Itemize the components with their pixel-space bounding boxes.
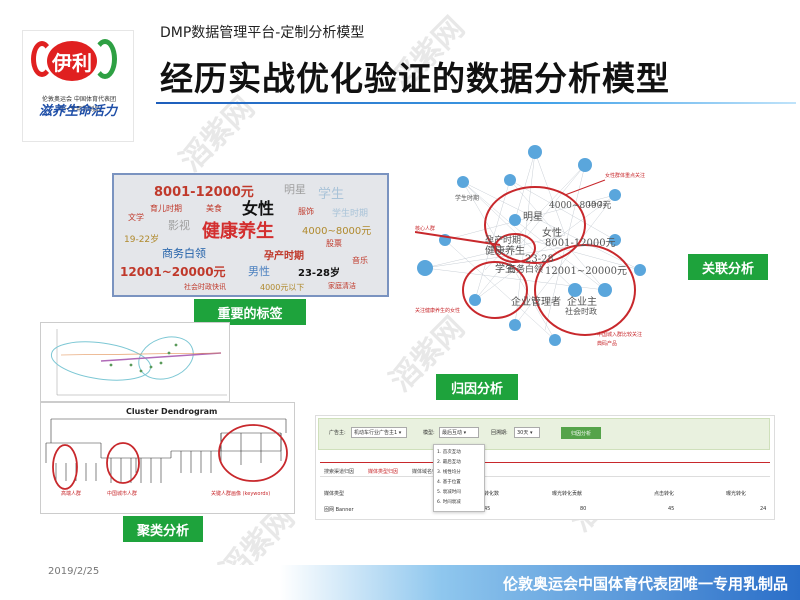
col-header: 点击转化: [654, 491, 675, 497]
col-header: 曝光转化贡献: [552, 491, 583, 497]
tag: 孕产时期: [264, 251, 304, 262]
dropdown-option[interactable]: 4. 基于位置: [437, 480, 461, 485]
table-cell: 24: [760, 506, 767, 512]
dropdown-option[interactable]: 5. 衰减时间: [437, 490, 461, 495]
tag: 社会时政快讯: [184, 283, 226, 291]
lookback-label: 回溯期:: [491, 430, 508, 436]
advertiser-select[interactable]: 机动车行业广告主1 ▾: [351, 427, 407, 438]
slogan: 滋养生命活力: [38, 104, 117, 119]
advertiser-label: 广告主:: [329, 430, 346, 436]
graph-annotation: 核心人群: [415, 225, 435, 232]
attribution-app: 广告主: 机动车行业广告主1 ▾ 模型: 最后互动 ▾ 回溯期: 30天 ▾ 归…: [315, 415, 775, 520]
graph-node: 企业主: [567, 295, 597, 308]
tag: 8001-12000元: [154, 185, 254, 200]
footer-text: 伦敦奥运会中国体育代表团唯一专用乳制品: [502, 575, 788, 593]
model-label: 模型:: [423, 430, 435, 436]
association-graph: 明星 女性 孕产时期 健康养生 学生 23-28 4000~8000元 8001…: [415, 145, 646, 347]
dendrogram-title: Cluster Dendrogram: [126, 407, 217, 416]
cluster-note: 高端人群: [61, 490, 81, 497]
graph-annotation: 典码产品: [597, 340, 617, 347]
graph-node: 健康养生: [485, 244, 525, 257]
graph-node: 12001~20000元: [545, 266, 627, 277]
graph-node: 孕产时期: [485, 234, 521, 246]
label-cluster: 聚类分析: [123, 516, 203, 542]
tag: 美食: [206, 204, 222, 213]
app-filter-bar: 广告主: 机动车行业广告主1 ▾ 模型: 最后互动 ▾ 回溯期: 30天 ▾ 归…: [318, 418, 770, 450]
table-cell: 45: [484, 506, 491, 512]
tag: 影视: [168, 219, 190, 232]
graph-node: 女性: [542, 226, 562, 239]
tag: 男性: [248, 265, 270, 278]
attribution-button[interactable]: 归因分析: [561, 427, 601, 439]
cluster-note: 关键人群画像 (keywords): [211, 490, 270, 497]
dropdown-option[interactable]: 1. 首次互动: [437, 450, 461, 455]
table-cell: 80: [580, 506, 587, 512]
table-cell: 固网 Banner: [324, 507, 354, 513]
col-header: 曝光转化: [726, 491, 747, 497]
graph-annotation: 中国城入群比较关注: [597, 331, 642, 338]
model-dropdown: 1. 首次互动 2. 最后互动 3. 线性均分 4. 基于位置 5. 衰减时间 …: [433, 444, 485, 512]
logo-brand: 伊利: [47, 41, 97, 81]
brand-logo: 伊利 伦敦奥运会 中国体育代表团 唯一专用乳制品: [22, 30, 134, 142]
tag: 音乐: [352, 256, 368, 265]
dropdown-option[interactable]: 3. 线性均分: [437, 470, 461, 475]
tag: 19-22岁: [124, 235, 160, 245]
graph-annotation: 女性群体重点关注: [605, 172, 645, 179]
graph-node: 企业管理者: [511, 295, 561, 308]
slide-date: 2019/2/25: [48, 566, 100, 577]
tag: 23-28岁: [298, 268, 340, 279]
graph-node: 23-28: [525, 254, 554, 265]
tag: 女性: [242, 199, 275, 218]
tag: 商务白领: [162, 247, 206, 260]
logo-line2: 唯一专用乳制品: [57, 106, 100, 113]
tag: 文学: [128, 213, 144, 222]
lookback-select[interactable]: 30天 ▾: [514, 427, 540, 438]
graph-node: 商务白领: [507, 263, 543, 275]
label-attribution: 归因分析: [436, 374, 518, 400]
tab-media-domain[interactable]: 媒体域名归因: [412, 469, 443, 475]
tag-cloud: 8001-12000元 明星 学生 育儿时期 美食 女性 服饰 学生时期 文学 …: [112, 173, 389, 297]
label-association: 关联分析: [688, 254, 768, 280]
dropdown-option[interactable]: 6. 时间衰减: [437, 500, 461, 505]
page-subtitle: DMP数据管理平台-定制分析模型: [160, 25, 365, 41]
cluster-note: 中国城市人群: [107, 490, 137, 497]
col-header: 转化数: [484, 491, 500, 497]
scatter-plot: [40, 322, 230, 402]
graph-node: 4000~8000元: [549, 201, 611, 211]
tag: 4000元以下: [260, 283, 305, 292]
graph-node: 19-22: [587, 200, 607, 208]
dropdown-option[interactable]: 2. 最后互动: [437, 460, 461, 465]
graph-node: 学生: [495, 262, 515, 275]
tag: 12001~20000元: [120, 265, 226, 279]
title-divider: [156, 102, 796, 104]
tag: 明星: [284, 183, 306, 196]
tag: 健康养生: [202, 221, 274, 242]
tag: 家庭清洁: [328, 282, 356, 290]
tag: 股票: [326, 239, 342, 248]
page-title: 经历实战优化验证的数据分析模型: [160, 59, 670, 98]
graph-node: 学生时期: [455, 194, 479, 202]
label-important-tags: 重要的标签: [194, 299, 306, 325]
graph-node: 8001-12000元: [545, 238, 616, 249]
table-cell: 45: [668, 506, 675, 512]
tab-search-channel[interactable]: 搜索渠道归因: [324, 469, 355, 475]
graph-node: 明星: [523, 211, 543, 223]
footer-bar: 伦敦奥运会中国体育代表团唯一专用乳制品: [0, 565, 800, 600]
tag: 4000~8000元: [302, 226, 372, 237]
tag: 育儿时期: [150, 204, 182, 213]
graph-node: 社会时政: [565, 306, 597, 316]
tag: 学生: [318, 187, 345, 202]
logo-line1: 伦敦奥运会 中国体育代表团: [42, 96, 116, 103]
model-select[interactable]: 最后互动 ▾: [439, 427, 479, 438]
tag: 学生时期: [332, 209, 369, 219]
cluster-dendrogram: Cluster Dendrogram 高端人群 中国城市人群 关键人群画像 (k…: [40, 402, 295, 514]
tab-media-type[interactable]: 媒体类型归因: [368, 469, 399, 475]
graph-annotation: 关注健康养生的女性: [415, 307, 460, 314]
tag: 服饰: [298, 207, 314, 216]
col-header: 媒体类型: [324, 491, 345, 497]
